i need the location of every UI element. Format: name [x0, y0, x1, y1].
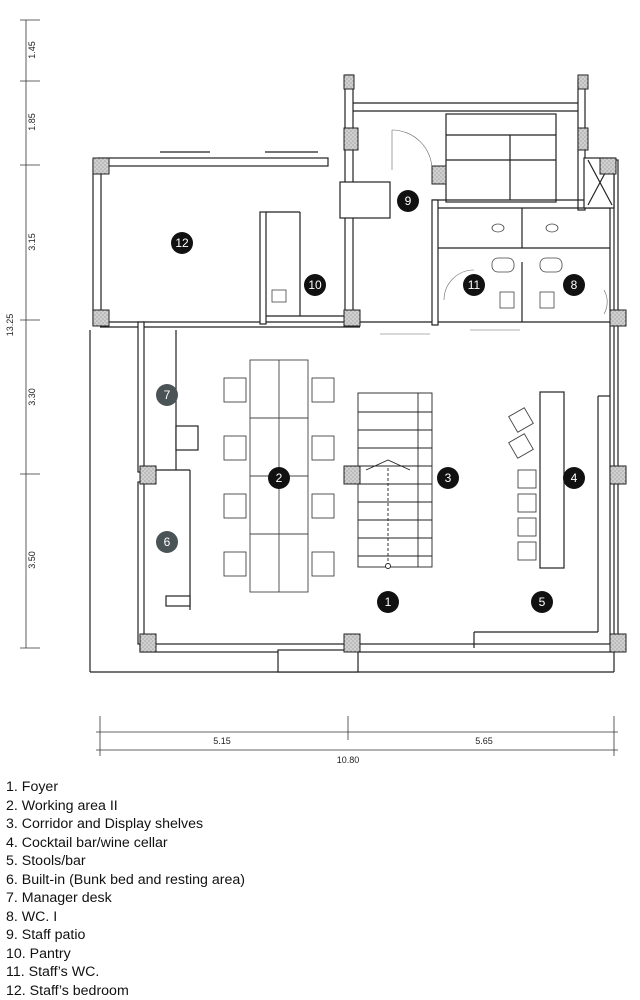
room-marker-9-dot — [397, 190, 419, 212]
room-marker-11-dot — [463, 274, 485, 296]
room-marker-8: 8 — [563, 274, 585, 296]
doors — [380, 129, 608, 335]
legend-item-3: 3. Corridor and Display shelves — [6, 816, 204, 832]
room-marker-3: 3 — [437, 467, 459, 489]
room-marker-2-dot — [268, 467, 290, 489]
room-marker-10: 10 — [304, 274, 326, 296]
room-marker-11: 11 — [463, 274, 485, 296]
room-marker-7-dot — [156, 384, 178, 406]
columns — [92, 74, 627, 653]
legend-item-5: 5. Stools/bar — [6, 853, 86, 869]
legend-item-4: 4. Cocktail bar/wine cellar — [6, 834, 168, 851]
legend-item-8: 8. WC. I — [6, 908, 58, 925]
room-marker-1: 1 — [377, 591, 399, 613]
room-marker-7: 7 — [156, 384, 178, 406]
room-marker-2: 2 — [268, 467, 290, 489]
room-legend: 1. Foyer 2. Working area II 3. Corridor … — [6, 778, 245, 1000]
vdim-label-3: 3.15 — [27, 233, 37, 251]
room-marker-12: 12 — [171, 232, 193, 254]
room-marker-7-label: 7 — [164, 388, 171, 402]
room-marker-4: 4 — [563, 467, 585, 489]
room-marker-9-label: 9 — [405, 194, 412, 208]
legend-item-6: 6. Built-in (Bunk bed and resting area) — [6, 871, 245, 888]
vdim-label-5: 3.50 — [27, 551, 37, 569]
floor-plan: 1.45 1.85 3.15 3.30 3.50 13.25 5.15 5.65… — [5, 19, 627, 765]
vdim-label-2: 1.85 — [27, 113, 37, 131]
room-marker-4-label: 4 — [571, 471, 578, 485]
wc-fixtures — [271, 223, 563, 309]
room-marker-12-label: 12 — [175, 236, 189, 250]
vdim-label-1: 1.45 — [27, 41, 37, 59]
room-marker-8-label: 8 — [571, 278, 578, 292]
legend-item-2: 2. Working area II — [6, 797, 118, 814]
room-marker-6-dot — [156, 531, 178, 553]
hdim-label-1: 5.15 — [213, 736, 231, 746]
room-marker-11-label: 11 — [468, 278, 481, 292]
central-stair — [357, 392, 433, 569]
room-marker-5: 5 — [531, 591, 553, 613]
room-marker-8-dot — [563, 274, 585, 296]
legend-item-1: 1. Foyer — [6, 779, 59, 795]
room-marker-1-dot — [377, 591, 399, 613]
horizontal-dimension — [96, 716, 618, 756]
room-marker-1-label: 1 — [385, 595, 392, 609]
room-marker-10-label: 10 — [308, 278, 322, 292]
legend-item-9: 9. Staff patio — [6, 927, 86, 943]
room-marker-2-label: 2 — [276, 471, 283, 485]
room-marker-10-dot — [304, 274, 326, 296]
room-marker-3-label: 3 — [445, 471, 452, 485]
room-marker-6-label: 6 — [164, 535, 171, 549]
room-marker-9: 9 — [397, 190, 419, 212]
hdim-total-label: 10.80 — [337, 755, 360, 765]
room-marker-5-label: 5 — [539, 595, 546, 609]
room-marker-5-dot — [531, 591, 553, 613]
room-marker-3-dot — [437, 467, 459, 489]
legend-item-11: 11. Staff’s WC. — [6, 964, 100, 980]
bar-stools — [508, 407, 537, 561]
room-marker-12-dot — [171, 232, 193, 254]
legend-item-10: 10. Pantry — [6, 945, 71, 962]
legend-item-7: 7. Manager desk — [6, 890, 112, 906]
hdim-label-2: 5.65 — [475, 736, 493, 746]
vdim-label-4: 3.30 — [27, 388, 37, 406]
vertical-dimension — [20, 19, 40, 649]
legend-item-12: 12. Staff’s bedroom — [6, 982, 129, 999]
room-marker-6: 6 — [156, 531, 178, 553]
room-marker-4-dot — [563, 467, 585, 489]
vdim-total-label: 13.25 — [5, 314, 15, 337]
walls — [89, 74, 619, 673]
